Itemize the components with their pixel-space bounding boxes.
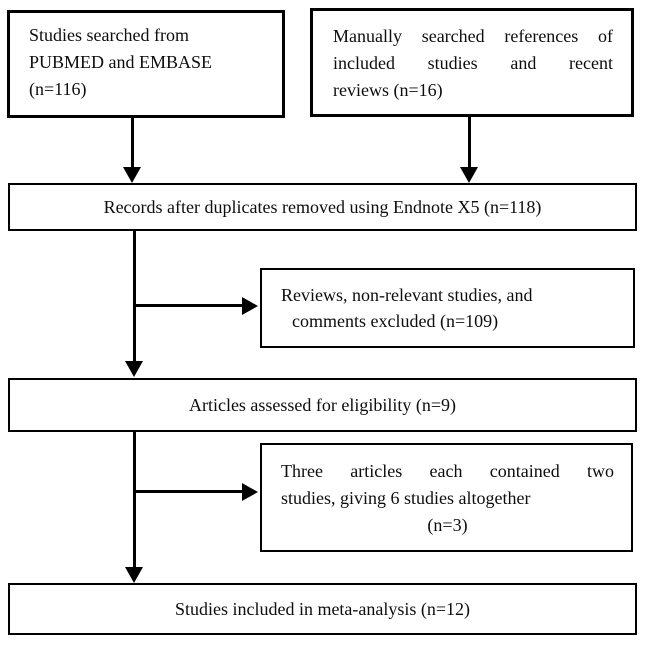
arrow-searched-to-records-stem (131, 118, 134, 168)
box-studies-searched-line1: Studies searched from (29, 25, 189, 45)
band-meta-analysis-included-label: Studies included in meta-analysis (n=12) (174, 598, 471, 619)
connector-records-to-eligibility-stem (133, 231, 136, 362)
box-studies-searched-line2: PUBMED and EMBASE (29, 52, 213, 72)
box-manual-search-line1: Manually searched references of (333, 26, 613, 46)
box-manual-search-line2: included studies and recent (333, 53, 613, 73)
arrowhead-down-icon (125, 567, 143, 583)
arrowhead-right-icon (242, 483, 258, 501)
band-duplicates-removed-label: Records after duplicates removed using E… (103, 196, 542, 217)
arrowhead-down-icon (123, 167, 141, 183)
box-studies-searched: Studies searched from PUBMED and EMBASE … (7, 10, 285, 118)
arrowhead-right-icon (242, 297, 258, 315)
box-manual-search-line3: reviews (n=16) (333, 80, 443, 100)
box-double-studies-line1: Three articles each contained two (281, 461, 614, 481)
band-eligibility-label: Articles assessed for eligibility (n=9) (188, 394, 457, 415)
arrowhead-down-icon (125, 361, 143, 377)
box-double-studies-count: (n=3) (427, 515, 468, 535)
box-excluded-line2: comments excluded (n=109) (292, 311, 499, 331)
box-manual-search: Manually searched references of included… (310, 8, 634, 117)
band-eligibility: Articles assessed for eligibility (n=9) (8, 378, 637, 432)
connector-eligibility-to-included-stem (133, 432, 136, 568)
box-excluded-line1: Reviews, non-relevant studies, and (281, 285, 533, 305)
box-studies-searched-count: (n=116) (29, 79, 87, 99)
arrowhead-down-icon (460, 167, 478, 183)
arrow-manual-to-records-stem (468, 117, 471, 168)
band-duplicates-removed: Records after duplicates removed using E… (8, 183, 637, 231)
box-double-studies: Three articles each contained two studie… (260, 443, 633, 552)
band-meta-analysis-included: Studies included in meta-analysis (n=12) (8, 583, 637, 635)
box-double-studies-line2: studies, giving 6 studies altogether (281, 488, 531, 508)
branch-to-double-studies-stem (135, 490, 242, 493)
branch-to-excluded-stem (135, 304, 242, 307)
box-excluded: Reviews, non-relevant studies, and comme… (260, 268, 635, 348)
